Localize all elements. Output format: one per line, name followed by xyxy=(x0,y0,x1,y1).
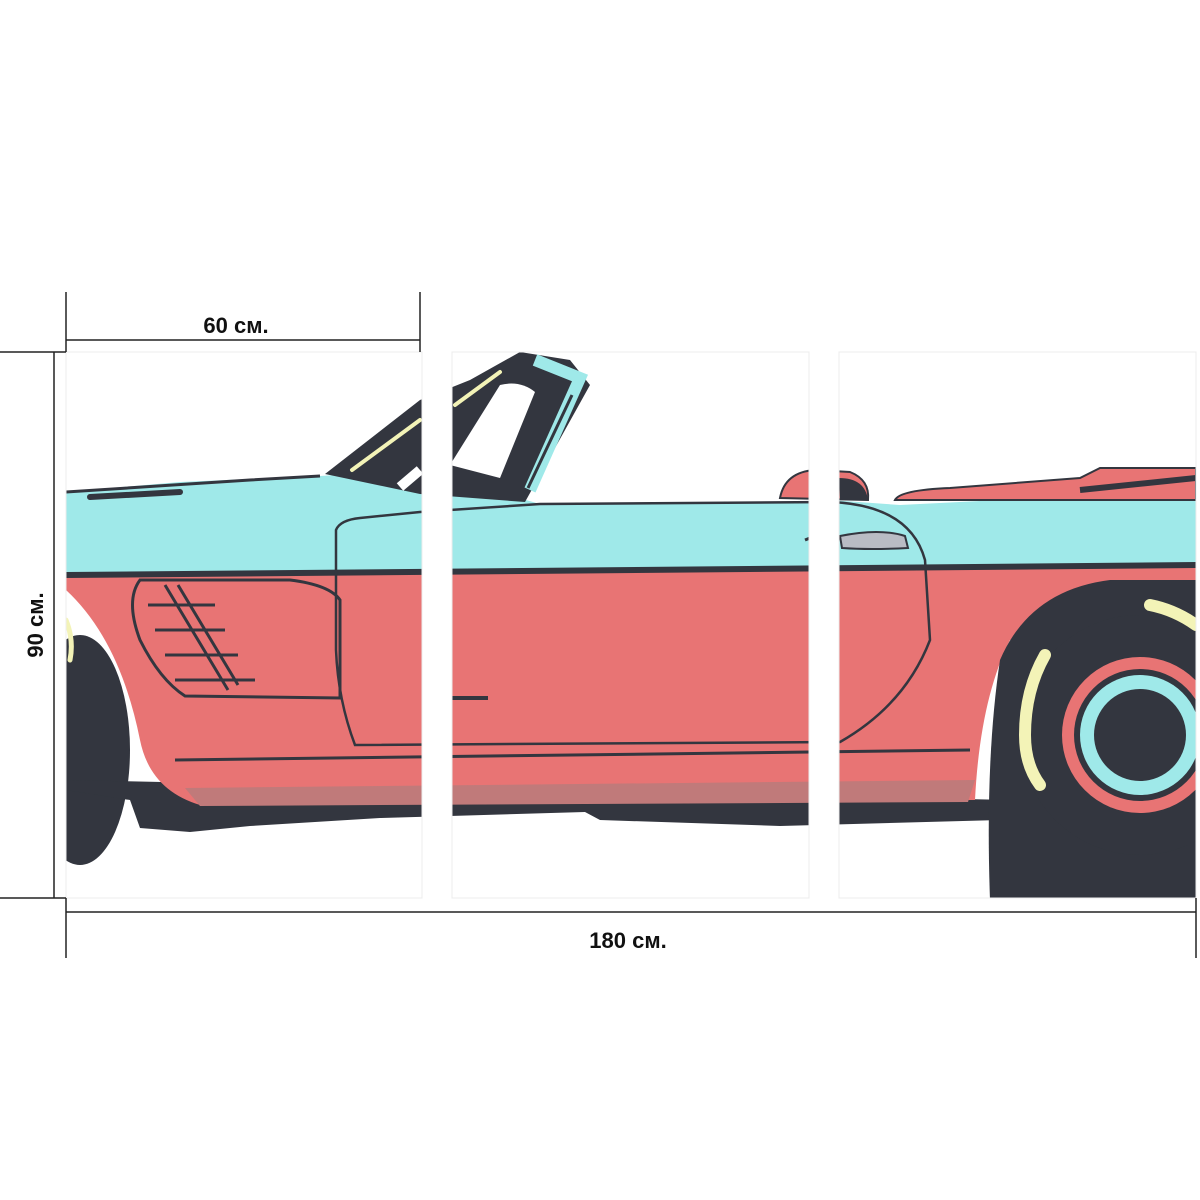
total-width-label: 180 см. xyxy=(589,928,666,953)
panel-right xyxy=(838,351,1197,899)
panel-gap-2 xyxy=(809,340,839,910)
panel-frames xyxy=(65,351,1197,899)
front-wheel-icon xyxy=(66,635,130,865)
panel-middle xyxy=(451,351,810,899)
panel-gap-1 xyxy=(422,340,452,910)
panel-width-label: 60 см. xyxy=(203,313,268,338)
side-vent-icon xyxy=(131,578,342,700)
dimension-lines xyxy=(0,292,1197,958)
height-label: 90 см. xyxy=(23,592,48,657)
car-illustration xyxy=(66,352,1196,898)
windshield-icon xyxy=(325,352,590,502)
panel-left xyxy=(65,351,423,899)
